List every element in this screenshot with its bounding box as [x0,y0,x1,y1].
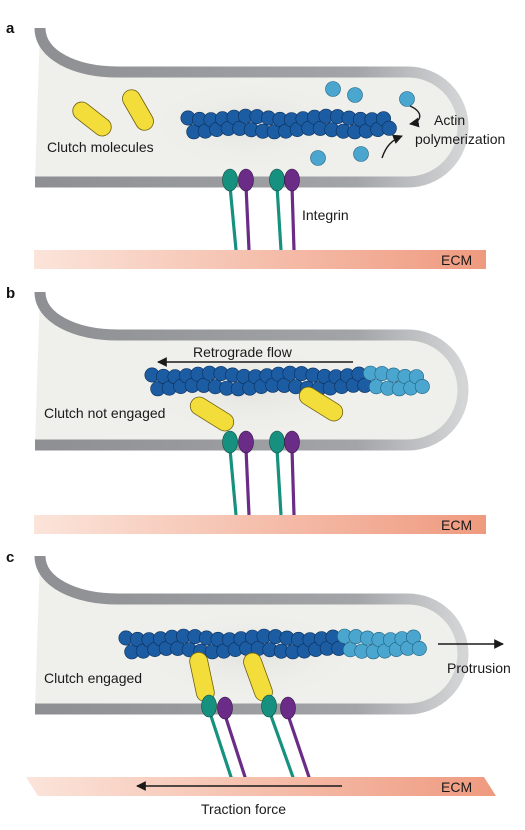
panel-a-ecm [34,250,486,269]
integrin [269,168,300,251]
panel-a-polymerization-arrow [381,134,403,159]
integrin [222,430,254,516]
clutch-molecule [189,396,235,432]
panel-c-protrusion-label: Protrusion [447,660,511,676]
actin-monomer [381,120,397,136]
actin-monomer [325,81,341,97]
panel-b-clutch-label: Clutch not engaged [44,405,165,421]
panel-a-polymerization-arrow [409,105,421,128]
panel-b-ecm [34,515,486,534]
panel-b-flow-label: Retrograde flow [193,344,293,360]
panel-b-ecm-label: ECM [441,517,472,533]
actin-monomer [399,91,415,107]
panel-a-actin-monomers [310,81,415,166]
clutch-molecule [72,101,112,137]
panel-a-clutch-label: Clutch molecules [47,139,154,155]
integrin [261,694,312,781]
integrin [269,430,300,516]
panel-a-membrane [34,27,469,188]
panel-a-clutch-molecules [72,89,154,137]
integrin [222,168,254,251]
panel-a-actin-filament [180,108,397,140]
panel-a-letter: a [6,20,15,37]
panel-c-ecm-label: ECM [441,779,472,795]
panel-a-integrins [222,168,300,251]
integrin [201,694,248,781]
panel-c-letter: c [6,549,14,566]
clutch-molecule [122,89,154,131]
panel-b: b Retrograde flow Clutch not engaged [6,285,486,534]
panel-b-membrane [34,291,469,451]
panel-a-actin-label-2: polymerization [415,131,505,147]
actin-monomer [310,150,326,166]
actin-monomer [347,87,363,103]
actin-monomer [411,640,427,656]
panel-b-integrins [222,430,300,516]
panel-a: a Clutch molecules Actin polymerization [6,20,505,269]
panel-c: c Clutch engaged Protrusio [6,549,511,817]
panel-c-actin-filament [118,628,427,660]
panel-a-integrin-label: Integrin [302,207,349,223]
panel-c-traction-label: Traction force [201,801,286,817]
actin-monomer [414,378,430,394]
panel-a-actin-label-1: Actin [434,112,465,128]
panel-c-membrane [34,555,469,715]
panel-b-actin-filament [144,365,430,397]
panel-c-clutch-label: Clutch engaged [44,670,142,686]
panel-b-letter: b [6,285,15,302]
clutch-molecule [298,386,344,422]
panel-c-integrins [201,694,312,781]
actin-monomer [353,146,369,162]
panel-a-ecm-label: ECM [441,252,472,268]
